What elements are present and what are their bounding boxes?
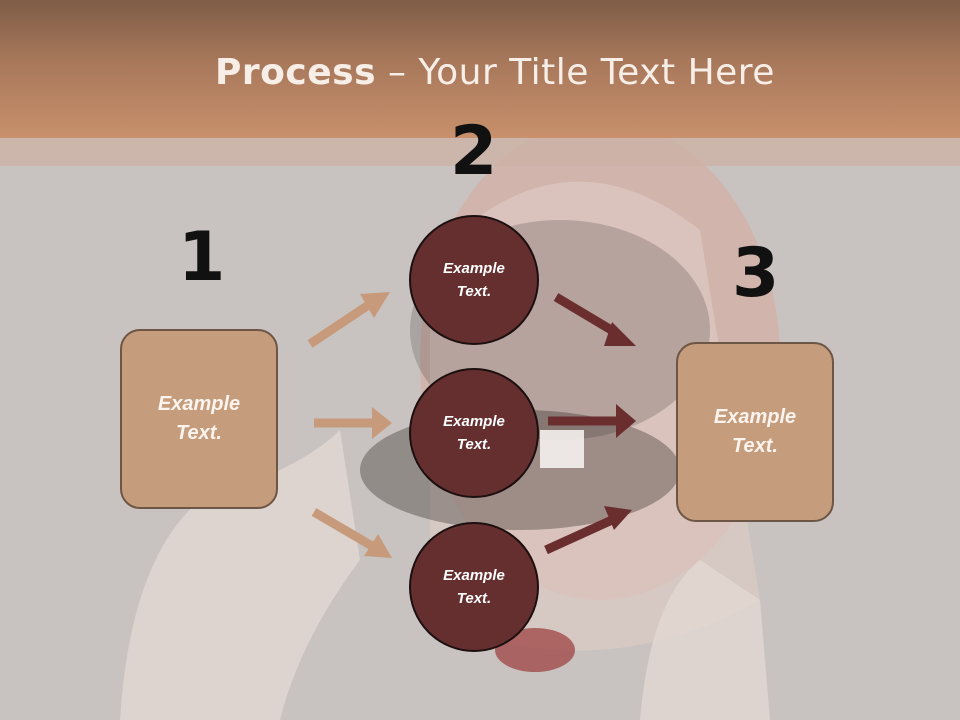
step-2-circle-middle: Example Text. (409, 368, 539, 498)
title-bold: Process (215, 52, 377, 93)
arrow-bottom-to-3 (544, 506, 632, 555)
title-bar (0, 0, 960, 138)
circle-bottom-text: Example Text. (443, 567, 505, 607)
step-3-text: Example Text. (713, 406, 797, 457)
step-number-3: 3 (732, 234, 780, 313)
step-number-1: 1 (178, 218, 226, 297)
step-2-circle-bottom: Example Text. (409, 522, 539, 652)
step-3-box: Example Text. (676, 342, 834, 522)
arrow-top-to-3 (553, 293, 636, 346)
step-2-circle-top: Example Text. (409, 215, 539, 345)
arrow-middle-to-3 (548, 404, 636, 438)
arrow-1-to-bottom (311, 508, 392, 558)
title-bar-band (0, 138, 960, 166)
arrow-1-to-top (307, 292, 390, 348)
step-1-box: Example Text. (120, 329, 278, 509)
step-1-text: Example Text. (157, 393, 241, 444)
arrow-1-to-middle (314, 407, 392, 439)
circle-middle-text: Example Text. (443, 413, 505, 453)
title-rest: Your Title Text Here (418, 52, 775, 93)
step-number-2: 2 (450, 112, 498, 191)
slide-title: Process – Your Title Text Here (0, 52, 960, 93)
circle-top-text: Example Text. (443, 260, 505, 300)
title-dash: – (376, 52, 419, 93)
